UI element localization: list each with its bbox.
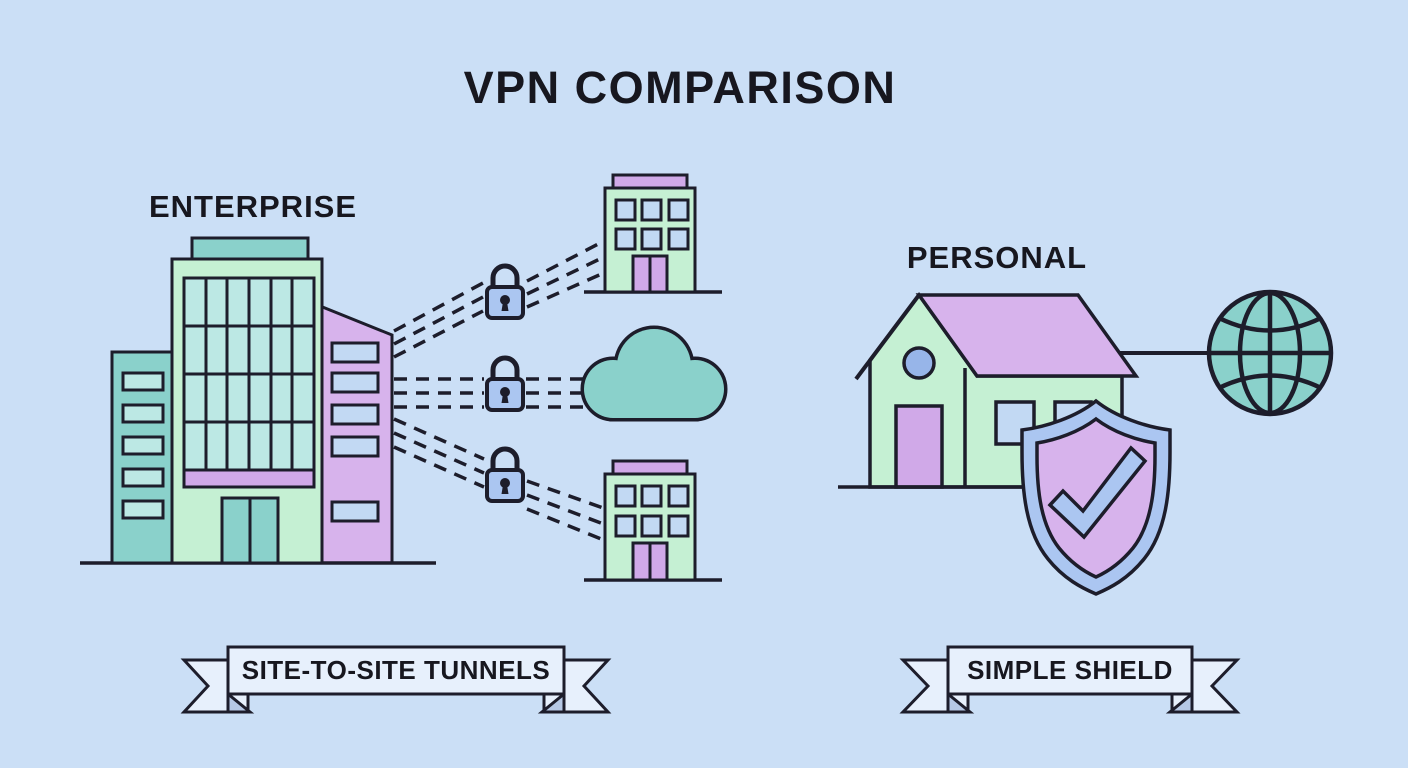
roof-eave-line [854, 293, 921, 381]
personal-section-label: PERSONAL [906, 240, 1088, 275]
page-title: VPN COMPARISON [463, 62, 897, 113]
branch-building-top [584, 173, 722, 294]
ribbon-banner-right [899, 645, 1241, 714]
globe-icon [1206, 289, 1334, 417]
teal-tower-building [110, 350, 174, 565]
shield-check-icon [1020, 398, 1172, 596]
house-roof [915, 293, 1140, 378]
left-banner-label: SITE-TO-SITE TUNNELS [241, 655, 551, 685]
office-buildings-icon [80, 236, 436, 565]
right-banner-label: SIMPLE SHIELD [967, 655, 1173, 685]
house-door [894, 404, 944, 489]
enterprise-section-label: ENTERPRISE [148, 189, 358, 224]
purple-wing-building [318, 303, 394, 565]
padlock-icon-2 [485, 355, 525, 412]
vpn-tunnel-dashed-lines [393, 238, 607, 543]
ribbon-banner-left [180, 645, 612, 714]
main-hq-building [170, 236, 324, 565]
checkmark-icon [1047, 445, 1148, 540]
padlock-icon-3 [485, 446, 525, 503]
branch-building-bottom [584, 459, 722, 582]
round-gable-window [902, 346, 936, 380]
padlock-icon-1 [485, 263, 525, 320]
cloud-icon [580, 325, 728, 422]
